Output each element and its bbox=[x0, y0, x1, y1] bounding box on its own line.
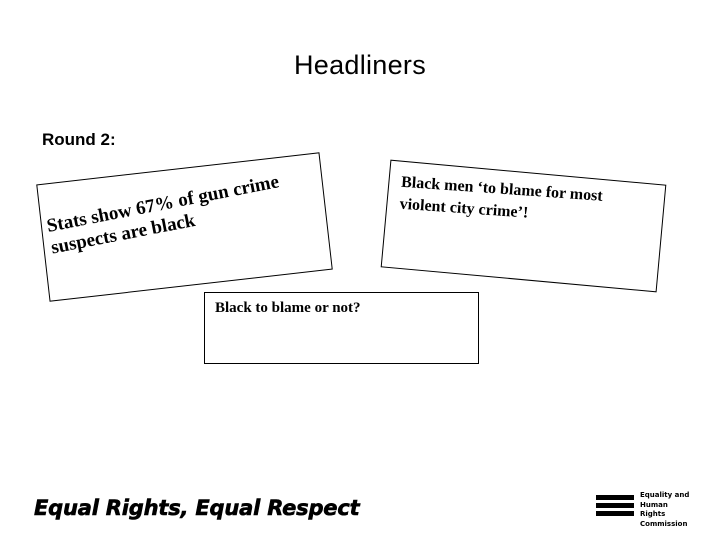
logo-bar-2 bbox=[596, 503, 634, 508]
question-text: Black to blame or not? bbox=[215, 300, 361, 316]
question-box: Black to blame or not? bbox=[204, 292, 479, 364]
headline-card-1: Stats show 67% of gun crime suspects are… bbox=[36, 152, 333, 302]
logo-bar-1 bbox=[596, 495, 634, 500]
logo-text: Equality and Human Rights Commission bbox=[640, 491, 692, 529]
headline-text-2: Black men ‘to blame for most violent cit… bbox=[399, 173, 604, 222]
logo-text-line-3: Commission bbox=[640, 519, 688, 528]
headline-text-1: Stats show 67% of gun crime suspects are… bbox=[45, 171, 281, 259]
logo-bar-3 bbox=[596, 511, 634, 516]
logo-text-line-2: Human Rights bbox=[640, 500, 668, 519]
page-title: Headliners bbox=[293, 50, 427, 80]
headline-card-2: Black men ‘to blame for most violent cit… bbox=[380, 159, 667, 293]
logo-bars-icon bbox=[596, 494, 634, 516]
footer-slogan: Equal Rights, Equal Respect bbox=[34, 496, 360, 521]
logo-text-line-1: Equality and bbox=[640, 491, 690, 499]
round-label: Round 2: bbox=[42, 130, 116, 149]
ehrc-logo: Equality and Human Rights Commission bbox=[596, 491, 692, 528]
